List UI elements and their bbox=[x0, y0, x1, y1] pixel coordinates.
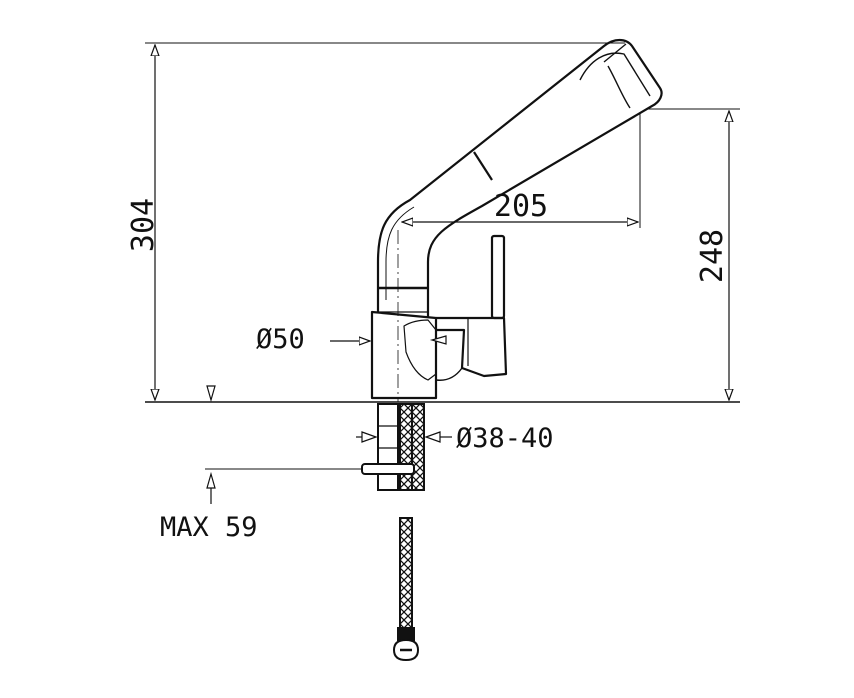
dimension-body-diameter: Ø50 bbox=[256, 324, 370, 355]
dimension-total-height: 304 bbox=[126, 45, 161, 400]
max-thickness-label: MAX 59 bbox=[160, 512, 258, 543]
shank-arrow-right bbox=[424, 431, 441, 443]
inner-arrow-mark bbox=[429, 335, 447, 345]
worktop-arrow-mark bbox=[206, 385, 216, 403]
dimension-spout-reach: 205 bbox=[402, 112, 641, 228]
total-height-label: 304 bbox=[126, 198, 161, 252]
dimension-spout-height: 248 bbox=[648, 108, 740, 400]
shank-arrow-left bbox=[361, 431, 378, 443]
body-diameter-label: Ø50 bbox=[256, 324, 305, 355]
faucet-body bbox=[370, 38, 663, 402]
dimension-max-thickness: MAX 59 bbox=[160, 468, 362, 543]
hole-diameter-label: Ø38-40 bbox=[456, 423, 554, 454]
spout-height-label: 248 bbox=[695, 229, 730, 283]
flexible-hose bbox=[392, 517, 420, 662]
mounting-shank bbox=[361, 403, 425, 491]
